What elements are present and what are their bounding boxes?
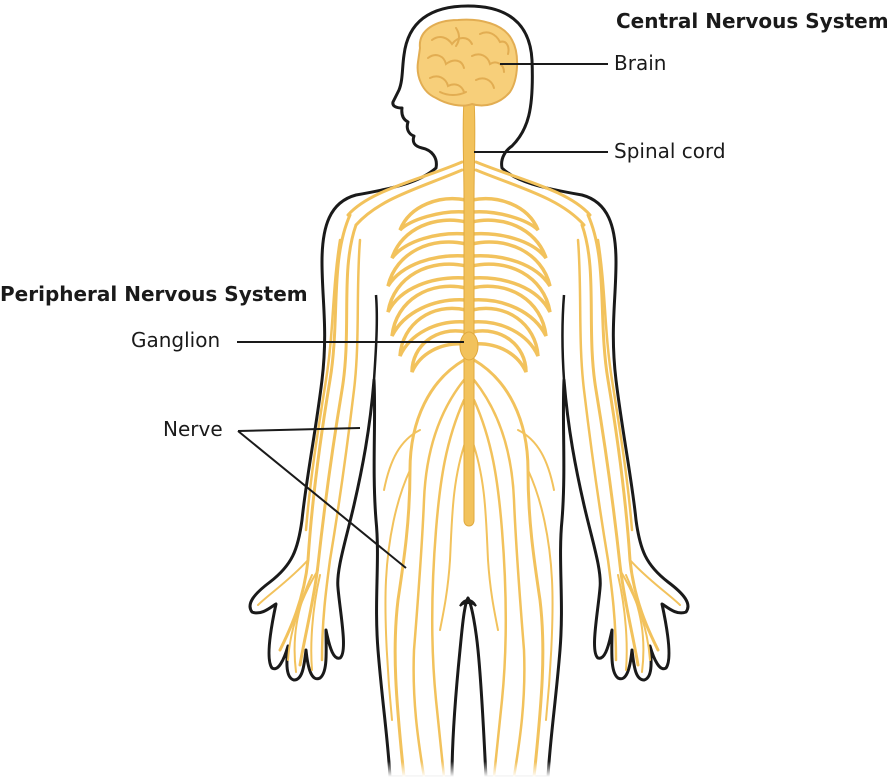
brain-shape [416,18,518,107]
spinal-cord-shape [462,99,476,527]
nerve-leader-line-lower [237,430,407,569]
spinal-cord-label: Spinal cord [614,139,726,163]
legs-gap [459,599,477,607]
peripheral-nervous-system-heading: Peripheral Nervous System [0,282,308,306]
brain-label: Brain [614,51,667,75]
leader-lines [237,63,608,569]
nerve-label: Nerve [163,417,223,441]
nerve-leader-line-upper [237,427,361,432]
central-nervous-system-heading: Central Nervous System [616,9,889,33]
ganglion-shape [459,331,479,361]
left-armpit-line [372,294,379,381]
bottom-fade [370,690,570,777]
ganglion-label: Ganglion [131,328,221,352]
right-armpit-line [561,294,566,381]
